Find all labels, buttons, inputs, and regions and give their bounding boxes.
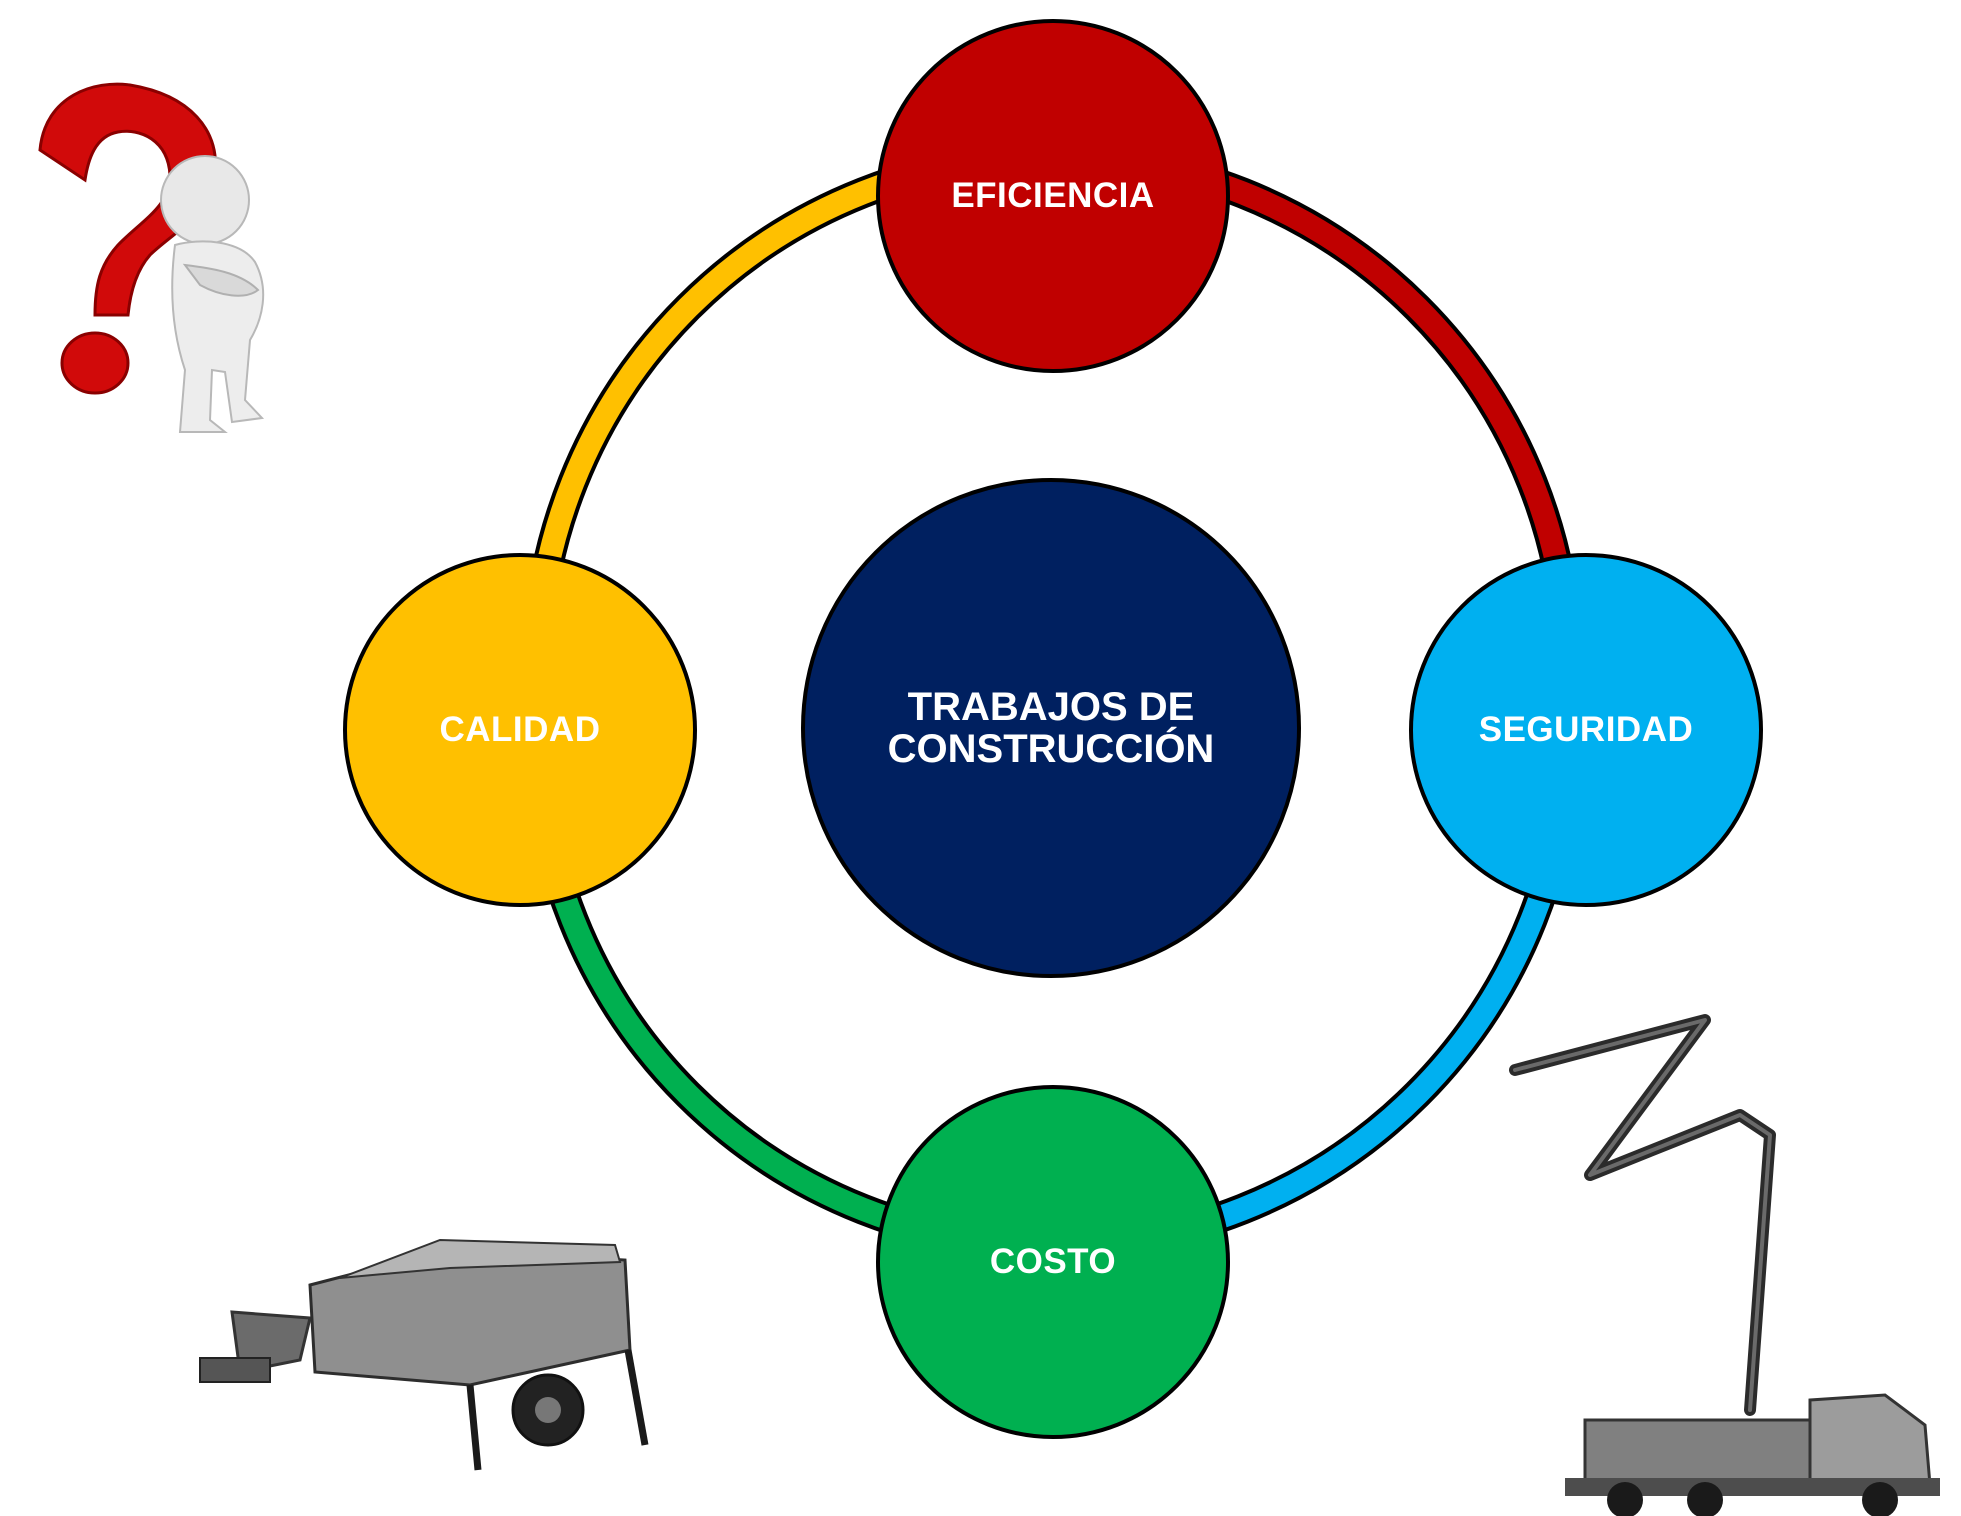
node-seguridad: SEGURIDAD	[1409, 553, 1763, 907]
pump-top-panel	[339, 1238, 622, 1279]
truck-wheel-1	[1607, 1482, 1643, 1516]
truck-bed	[1583, 1418, 1812, 1482]
node-seguridad-label: SEGURIDAD	[1478, 710, 1694, 749]
concrete-pump-trailer	[199, 1238, 649, 1471]
question-mark-person-icon	[38, 82, 265, 433]
boom-arm	[1509, 1014, 1776, 1416]
node-eficiencia: EFICIENCIA	[876, 19, 1230, 373]
node-calidad: CALIDAD	[343, 553, 697, 907]
node-calidad-label: CALIDAD	[439, 710, 601, 749]
pump-wheel-hub	[535, 1397, 561, 1423]
figure-arm	[182, 263, 260, 297]
concrete-pump-truck	[1509, 1014, 1940, 1516]
question-mark-dot	[60, 331, 130, 395]
node-costo: COSTO	[876, 1085, 1230, 1439]
truck-chassis	[1565, 1478, 1940, 1496]
pump-outlet-pipe	[199, 1357, 271, 1383]
truck-cab	[1808, 1393, 1932, 1487]
central-topic-label: TRABAJOS DE CONSTRUCCIÓN	[887, 685, 1215, 771]
truck-wheel-3	[1862, 1482, 1898, 1516]
truck-wheel-2	[1687, 1482, 1723, 1516]
node-costo-label: COSTO	[989, 1242, 1117, 1281]
boom-arm-detail	[1513, 1018, 1772, 1412]
pump-leg-front	[466, 1384, 482, 1471]
node-eficiencia-label: EFICIENCIA	[951, 176, 1155, 215]
figure-head	[160, 155, 250, 245]
central-topic: TRABAJOS DE CONSTRUCCIÓN	[801, 478, 1301, 978]
question-mark-shape	[38, 82, 218, 317]
pump-leg-rear	[624, 1349, 649, 1446]
